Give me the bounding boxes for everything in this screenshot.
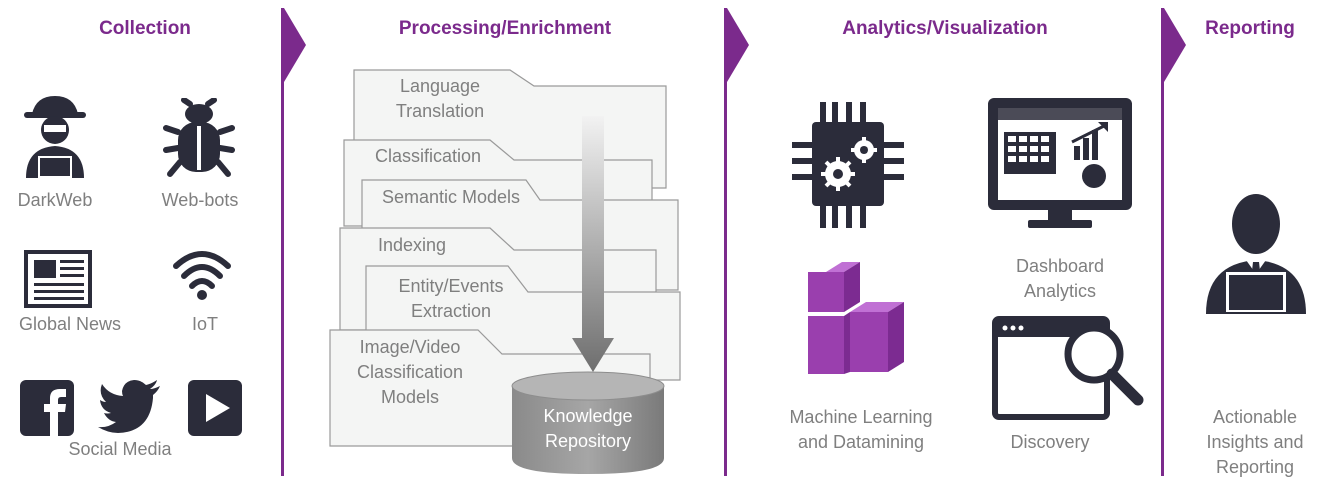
stage-divider-1 xyxy=(281,8,284,476)
card-language-label-1: Language xyxy=(399,76,481,96)
globalnews-label: Global News xyxy=(18,314,122,334)
repository-label-1: Knowledge xyxy=(543,406,633,426)
webbots-label: Web-bots xyxy=(161,190,239,210)
flow-arrow xyxy=(572,116,614,372)
heading-processing: Processing/Enrichment xyxy=(398,18,612,39)
darkweb-label: DarkWeb xyxy=(17,190,93,210)
reporting-label-1: Actionable xyxy=(1212,407,1298,427)
facebook-icon xyxy=(20,380,74,436)
discovery-magnifier-icon xyxy=(992,316,1144,420)
card-language-label-2: Translation xyxy=(395,101,485,121)
stage-divider-2 xyxy=(724,8,727,476)
dashboard-monitor-icon xyxy=(988,98,1132,228)
cpu-gears-icon xyxy=(792,102,904,228)
heading-reporting: Reporting xyxy=(1205,18,1295,39)
card-classification-label: Classification xyxy=(374,146,482,166)
social-media-label: Social Media xyxy=(68,439,172,459)
iot-label: IoT xyxy=(191,314,218,334)
card-entity-label-1: Entity/Events xyxy=(398,276,504,296)
stage-arrow-3 xyxy=(1164,8,1186,82)
stage-divider-3 xyxy=(1161,8,1164,476)
cubes-icon xyxy=(808,262,904,374)
card-indexing-label: Indexing xyxy=(377,235,447,255)
bug-icon xyxy=(163,98,235,177)
youtube-icon xyxy=(188,380,242,436)
ml-label-2: and Datamining xyxy=(797,432,925,452)
wifi-icon xyxy=(173,251,231,300)
card-semantic-label: Semantic Models xyxy=(381,187,521,207)
stage-arrow-2 xyxy=(727,8,749,82)
card-image-label-2: Classification xyxy=(356,362,464,382)
newspaper-icon xyxy=(24,250,92,308)
hacker-icon xyxy=(24,96,86,178)
stage-arrow-1 xyxy=(284,8,306,82)
reporting-label-3: Reporting xyxy=(1215,457,1295,477)
discovery-label: Discovery xyxy=(1010,432,1090,452)
heading-analytics: Analytics/Visualization xyxy=(842,18,1048,39)
dashboard-label-2: Analytics xyxy=(1023,281,1097,301)
repository-cylinder xyxy=(511,371,665,474)
card-image-label-3: Models xyxy=(380,387,440,407)
card-image-label-1: Image/Video xyxy=(359,337,461,357)
reporting-label-2: Insights and xyxy=(1206,432,1304,452)
ml-label-1: Machine Learning xyxy=(789,407,933,427)
analyst-icon xyxy=(1206,194,1306,314)
heading-collection: Collection xyxy=(99,18,191,39)
card-entity-label-2: Extraction xyxy=(410,301,492,321)
dashboard-label-1: Dashboard xyxy=(1015,256,1105,276)
repository-label-2: Repository xyxy=(544,431,632,451)
processing-cards xyxy=(329,69,681,474)
twitter-icon xyxy=(98,380,160,433)
